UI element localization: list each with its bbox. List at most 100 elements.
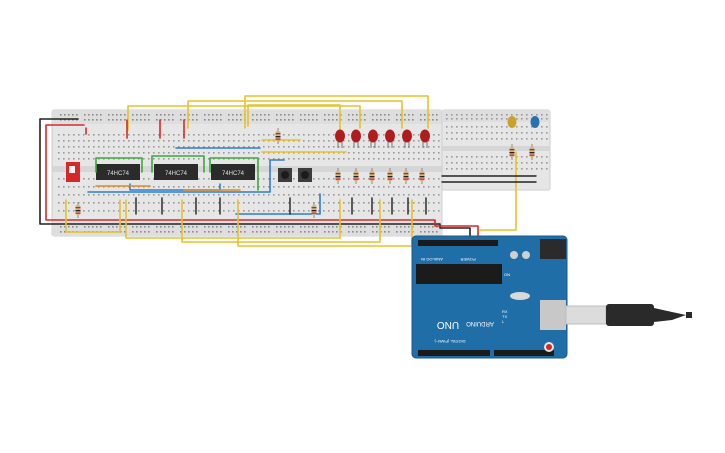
breadboard-hole [388,231,390,233]
red-led[interactable] [402,129,412,149]
resistor[interactable] [529,144,535,160]
breadboard-hole [521,168,523,170]
breadboard-hole [526,126,528,128]
breadboard-hole [128,210,130,212]
breadboard-hole [193,152,195,154]
breadboard-secondary[interactable] [441,109,551,191]
breadboard-hole [336,114,338,116]
breadboard-hole [393,202,395,204]
breadboard-hole [338,146,340,148]
chip-2[interactable]: 74HC74 [154,164,198,180]
breadboard-hole [283,146,285,148]
breadboard-hole [203,194,205,196]
breadboard-hole [148,146,150,148]
resistor[interactable] [311,202,317,218]
breadboard-hole [203,134,205,136]
breadboard-hole [496,156,498,158]
breadboard-hole [476,114,478,116]
red-led[interactable] [335,129,345,149]
breadboard-hole [204,119,206,121]
breadboard-hole [83,178,85,180]
breadboard-hole [73,210,75,212]
resistor[interactable] [275,128,281,144]
breadboard-hole [212,114,214,116]
breadboard-hole [332,226,334,228]
resistor[interactable] [419,168,425,184]
resistor[interactable] [335,168,341,184]
resistor[interactable] [75,202,81,218]
breadboard-hole [363,140,365,142]
breadboard-hole [336,226,338,228]
breadboard-hole [368,158,370,160]
breadboard-hole [486,126,488,128]
breadboard-hole [196,114,198,116]
breadboard-hole [183,194,185,196]
breadboard-hole [178,158,180,160]
breadboard-hole [243,146,245,148]
breadboard-hole [412,119,414,121]
breadboard-hole [363,152,365,154]
breadboard-hole [143,152,145,154]
breadboard-hole [536,138,538,140]
breadboard-hole [293,146,295,148]
breadboard-hole [336,119,338,121]
breadboard-hole [393,194,395,196]
led-blue[interactable] [530,116,540,128]
breadboard-hole [216,226,218,228]
breadboard-hole [323,202,325,204]
usb-port [540,300,566,330]
header-digital-top [418,240,498,246]
breadboard-hole [451,156,453,158]
breadboard-hole [273,202,275,204]
breadboard-hole [192,114,194,116]
breadboard-hole [163,134,165,136]
resistor[interactable] [353,168,359,184]
breadboard-hole [198,146,200,148]
wire-blue [87,159,285,193]
resistor[interactable] [509,144,515,160]
breadboard-hole [88,146,90,148]
breadboard-hole [178,146,180,148]
breadboard-hole [428,226,430,228]
breadboard-hole [364,119,366,121]
breadboard-hole [280,119,282,121]
resistor[interactable] [387,168,393,184]
breadboard-hole [118,134,120,136]
breadboard-hole [308,210,310,212]
breadboard-hole [193,186,195,188]
chip-1[interactable]: 74HC74 [96,164,140,180]
arduino-uno[interactable]: ARDUINO UNO DIGITAL (PWM~) ANALOG IN POW… [411,235,568,359]
breadboard-hole [501,132,503,134]
breadboard-hole [213,134,215,136]
resistor[interactable] [369,168,375,184]
breadboard-hole [338,158,340,160]
breadboard-hole [308,114,310,116]
breadboard-hole [228,231,230,233]
push-button-1[interactable] [278,168,292,182]
breadboard-hole [248,134,250,136]
breadboard-hole [144,119,146,121]
resistor[interactable] [403,168,409,184]
push-button-2[interactable] [298,168,312,182]
breadboard-hole [300,231,302,233]
wire-black [39,118,471,241]
breadboard-hole [398,152,400,154]
dip-switch[interactable] [66,162,80,182]
breadboard-hole [323,146,325,148]
breadboard-hole [373,210,375,212]
breadboard-hole [288,146,290,148]
breadboard-hole [193,134,195,136]
breadboard-hole [138,140,140,142]
chip-3[interactable]: 74HC74 [211,164,255,180]
breadboard-hole [58,210,60,212]
red-led[interactable] [368,129,378,149]
breadboard-hole [501,114,503,116]
led-yellow[interactable] [507,116,517,128]
breadboard-hole [373,202,375,204]
red-led[interactable] [351,129,361,149]
red-led[interactable] [385,129,395,149]
red-led[interactable] [420,129,430,149]
breadboard-hole [323,140,325,142]
breadboard-hole [364,114,366,116]
breadboard-hole [303,202,305,204]
